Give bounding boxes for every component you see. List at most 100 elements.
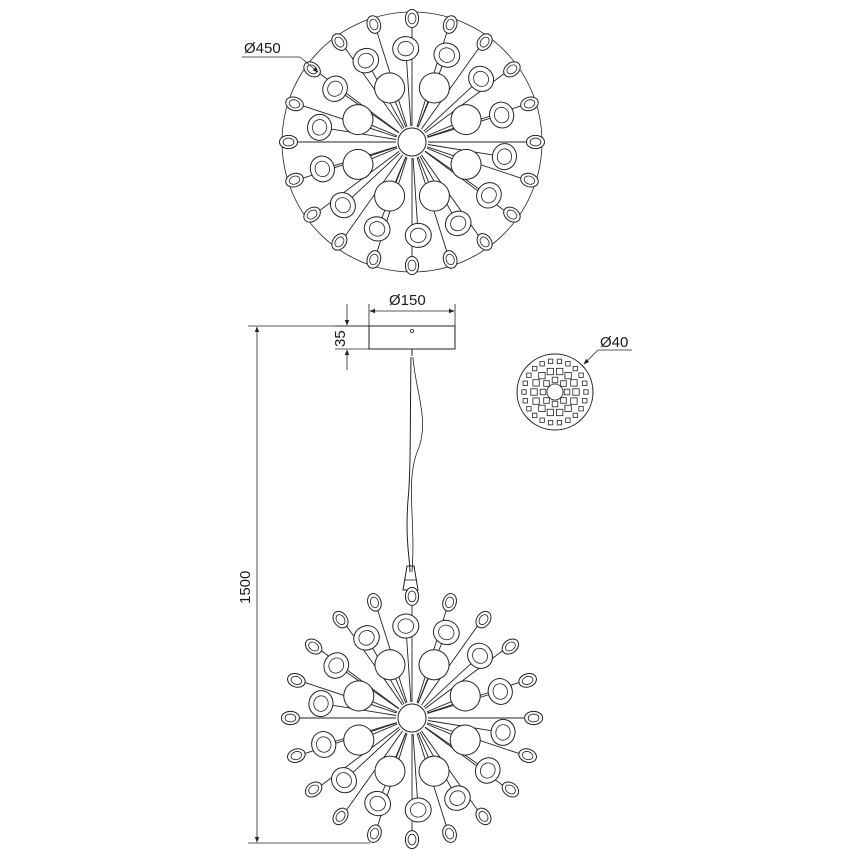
shade-disc — [374, 72, 406, 104]
total-height-label: 1500 — [237, 571, 254, 604]
shade-disc — [374, 180, 406, 212]
shade-disc-inner — [282, 137, 295, 147]
led-chip — [526, 372, 532, 378]
shade-disc — [279, 134, 298, 150]
shade-disc-inner — [523, 175, 536, 185]
shade-disc — [518, 748, 537, 763]
shade-disc-inner — [397, 618, 414, 634]
arm-rod — [369, 700, 398, 713]
arm-rod — [417, 156, 431, 186]
shade-disc-inner — [308, 784, 319, 795]
cable-grip — [402, 565, 419, 591]
arm-rod — [405, 58, 412, 127]
shade-disc-inner — [369, 596, 379, 609]
led-chip — [546, 367, 554, 376]
shade-disc-inner — [335, 197, 351, 214]
led-chip — [539, 417, 545, 423]
shade-disc-inner — [311, 119, 328, 136]
shade-disc — [476, 182, 502, 209]
shade-disc — [503, 206, 521, 223]
shade-disc-inner — [290, 751, 303, 761]
canopy — [368, 325, 456, 356]
shade-disc-inner — [369, 253, 379, 266]
arm-rod — [350, 152, 401, 200]
shade-disc-inner — [369, 827, 379, 840]
shade-disc — [449, 680, 481, 712]
shade-disc — [342, 104, 374, 136]
sphere-diameter-dimension: Ø450 — [242, 40, 319, 73]
led-chip — [526, 406, 532, 412]
led-chip — [547, 358, 554, 364]
led-chip — [578, 406, 584, 412]
shade-disc — [285, 172, 304, 188]
led-chip — [546, 408, 554, 417]
shade-disc-inner — [306, 209, 318, 220]
shade-disc-inner — [506, 209, 518, 220]
shade-disc — [524, 710, 544, 726]
shade-disc — [308, 690, 334, 718]
side-view-sphere — [280, 586, 544, 850]
shade-disc-inner — [290, 675, 303, 685]
arm-rod — [421, 625, 479, 706]
led-chip — [551, 400, 559, 408]
led-chip — [564, 371, 572, 380]
shade-disc — [392, 613, 420, 639]
shade-disc — [450, 104, 482, 136]
shade-disc-inner — [369, 221, 386, 237]
shade-disc — [303, 61, 321, 78]
shade-disc-inner — [445, 596, 455, 609]
center-hub — [397, 127, 427, 157]
shade-disc-inner — [410, 227, 427, 243]
shade-disc — [404, 586, 420, 606]
arm-rod — [423, 84, 474, 132]
shade-disc-inner — [284, 713, 297, 723]
shade-disc — [433, 42, 461, 68]
shade-disc — [449, 724, 481, 756]
shade-disc — [404, 797, 432, 823]
shade-disc-inner — [450, 215, 467, 232]
arm-rod — [412, 157, 419, 226]
led-chip — [582, 398, 588, 404]
shade-disc — [329, 192, 356, 219]
shade-disc-inner — [479, 762, 496, 779]
shade-disc — [474, 757, 501, 784]
led-chip — [560, 397, 567, 404]
shade-disc-inner — [308, 641, 319, 652]
shade-disc — [503, 61, 521, 78]
canopy-diameter-dimension: Ø150 — [368, 292, 456, 326]
led-chip — [583, 389, 589, 395]
shade-disc-inner — [473, 70, 489, 87]
shade-disc — [309, 155, 335, 183]
shade-disc-inner — [493, 106, 510, 124]
led-chip — [572, 388, 580, 396]
shade-disc — [520, 96, 539, 112]
shade-disc-inner — [521, 675, 534, 685]
shade-disc — [442, 824, 457, 843]
shade-disc-inner — [357, 52, 374, 69]
shade-disc-inner — [334, 236, 345, 248]
shade-disc-inner — [369, 18, 379, 31]
shade-disc — [418, 755, 450, 787]
shade-disc — [444, 210, 472, 237]
shade-disc-inner — [445, 253, 455, 266]
shade-disc — [311, 731, 337, 758]
led-chip — [572, 412, 578, 419]
shade-disc — [331, 767, 357, 794]
shade-disc — [444, 785, 471, 811]
shade-disc-inner — [358, 630, 375, 646]
canopy-diameter-label: Ø150 — [389, 292, 426, 309]
led-chip — [556, 408, 564, 417]
led-chip — [538, 404, 546, 413]
shade-disc — [363, 216, 391, 242]
shade-disc — [442, 593, 457, 612]
shade-disc — [367, 593, 382, 612]
shade-disc-inner — [334, 36, 345, 48]
arm-rod — [394, 675, 407, 704]
shade-disc — [501, 638, 520, 655]
led-chip — [539, 361, 545, 367]
shade-disc-inner — [449, 790, 466, 806]
shade-disc-inner — [313, 695, 329, 712]
shade-disc — [442, 250, 458, 269]
shade-disc — [367, 824, 382, 843]
shade-disc-inner — [445, 827, 455, 840]
